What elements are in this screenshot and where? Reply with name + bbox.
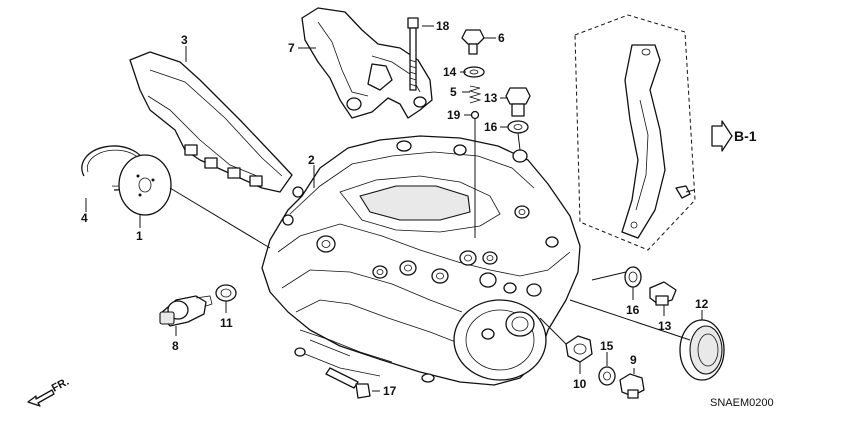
part-18-bolt [407, 17, 419, 91]
callout-1: 1 [136, 229, 143, 243]
callout-9: 9 [630, 353, 637, 367]
callout-16-lower: 16 [626, 303, 640, 317]
part-9-filler-plug [619, 373, 645, 399]
part-2-transmission-housing [261, 135, 581, 386]
front-direction-arrow-icon [27, 389, 55, 407]
diagram-code: SNAEM0200 [710, 397, 774, 409]
part-19-ball [470, 110, 480, 120]
part-8-switch [159, 295, 213, 327]
part-16-washer-upper [507, 120, 529, 134]
callout-17: 17 [383, 384, 397, 398]
callout-5: 5 [450, 85, 457, 99]
callout-labels: 3 4 1 2 7 18 6 14 5 19 13 16 11 8 16 13 … [50, 19, 774, 409]
part-11-washer [215, 284, 237, 302]
callout-14: 14 [443, 65, 457, 79]
reference-b1-label: B-1 [734, 128, 757, 144]
callout-15: 15 [600, 339, 614, 353]
part-6-bolt [461, 29, 485, 55]
part-15-washer [598, 366, 616, 386]
callout-11: 11 [220, 316, 233, 330]
callout-13-upper: 13 [484, 91, 498, 105]
callout-6: 6 [498, 31, 505, 45]
callout-3: 3 [181, 33, 188, 47]
callout-19: 19 [447, 108, 461, 122]
part-14-washer [463, 66, 485, 78]
part-1-shim [118, 154, 172, 216]
part-17-bolt [325, 367, 371, 399]
callout-13-lower: 13 [658, 319, 672, 333]
part-3-cover [129, 51, 293, 193]
part-16-washer-lower [624, 266, 642, 288]
callout-10: 10 [573, 377, 587, 391]
leader-lines [85, 25, 703, 392]
callout-12: 12 [695, 297, 709, 311]
reference-b1-group [574, 14, 733, 251]
reference-arrow-icon [711, 120, 733, 152]
callout-2: 2 [308, 153, 315, 167]
part-7-mount-bracket [301, 7, 433, 119]
part-13-plug-lower [649, 281, 677, 306]
part-13-plug-upper [505, 87, 531, 117]
callout-8: 8 [172, 339, 179, 353]
callout-7: 7 [288, 41, 295, 55]
part-12-oil-seal [679, 319, 725, 381]
front-direction-label: FR. [50, 376, 71, 395]
callout-4: 4 [81, 211, 88, 225]
callout-16-upper: 16 [484, 120, 498, 134]
part-5-spring [468, 85, 482, 104]
part-10-drain-plug [565, 335, 593, 363]
callout-18: 18 [436, 19, 450, 33]
